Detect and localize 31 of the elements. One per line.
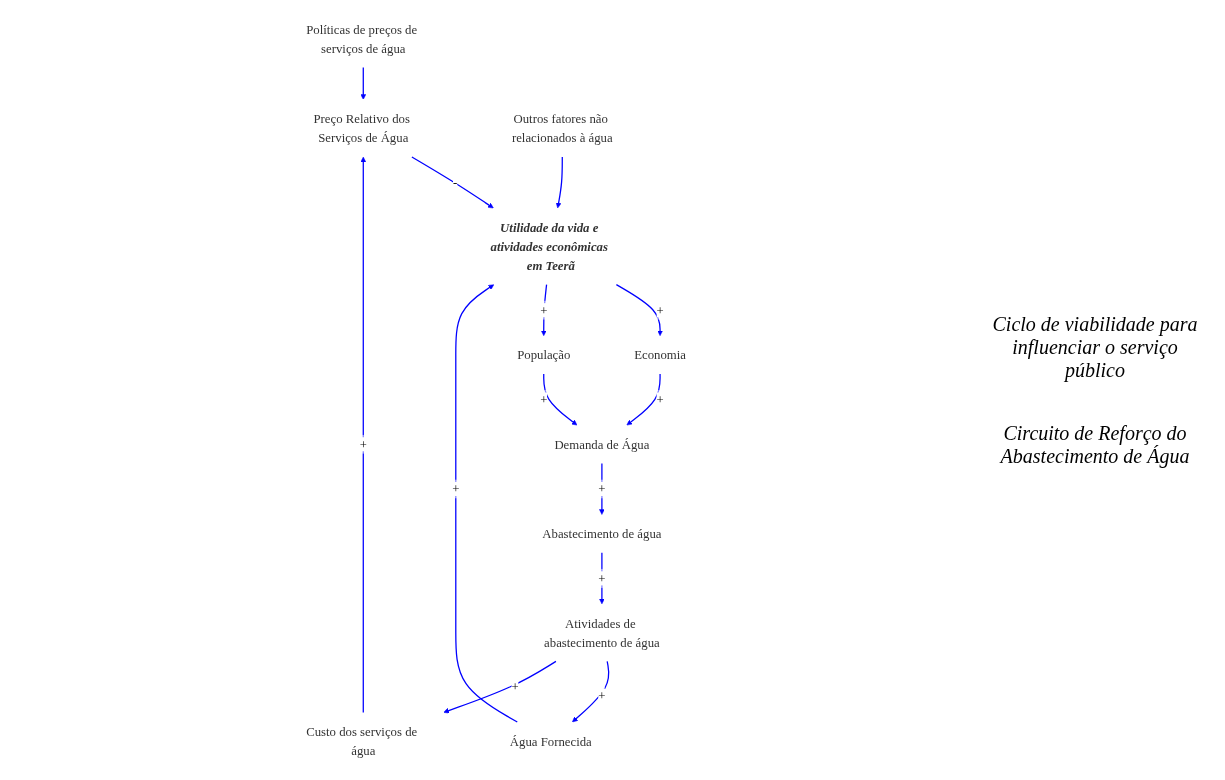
arrow — [571, 660, 610, 723]
edge-label: + — [539, 303, 548, 318]
arrow — [411, 156, 494, 209]
node-text: Outros fatores não relacionados à água — [511, 111, 613, 145]
arrow — [443, 660, 557, 714]
edge-label: + — [656, 303, 664, 318]
edge-label: + — [539, 392, 548, 407]
edge-label: + — [359, 437, 367, 452]
edge-label: - — [452, 175, 457, 190]
node-text: Abastecimento de água — [542, 526, 662, 541]
loop-label: Circuito de Reforço do Abastecimento de Água — [998, 421, 1191, 468]
arrow — [626, 373, 661, 426]
edge-label: + — [511, 679, 519, 694]
node-text: População — [516, 347, 571, 362]
node-text: Utilidade da vida e atividades econômicas em Teerã — [490, 220, 608, 273]
node-text: Atividades de abastecimento de água — [543, 616, 660, 650]
node-text: Água Fornecida — [509, 734, 592, 749]
edge-label: + — [598, 688, 606, 703]
edge-label: + — [451, 481, 460, 496]
node-text: Políticas de preços de serviços de água — [305, 22, 417, 56]
arrow — [542, 373, 578, 426]
edge-label: + — [656, 392, 664, 407]
arrow — [360, 66, 366, 100]
loop-label: Ciclo de viabilidade para influenciar o serviço público — [991, 312, 1199, 382]
node-text: Demanda de Água — [554, 437, 650, 452]
edge-label: + — [598, 571, 606, 586]
node-text: Custo dos serviços de água — [305, 724, 417, 758]
arrow — [555, 156, 563, 209]
edge-label: + — [598, 481, 606, 496]
node-text: Preço Relativo dos Serviços de Água — [313, 111, 410, 145]
node-text: Economia — [633, 347, 686, 362]
